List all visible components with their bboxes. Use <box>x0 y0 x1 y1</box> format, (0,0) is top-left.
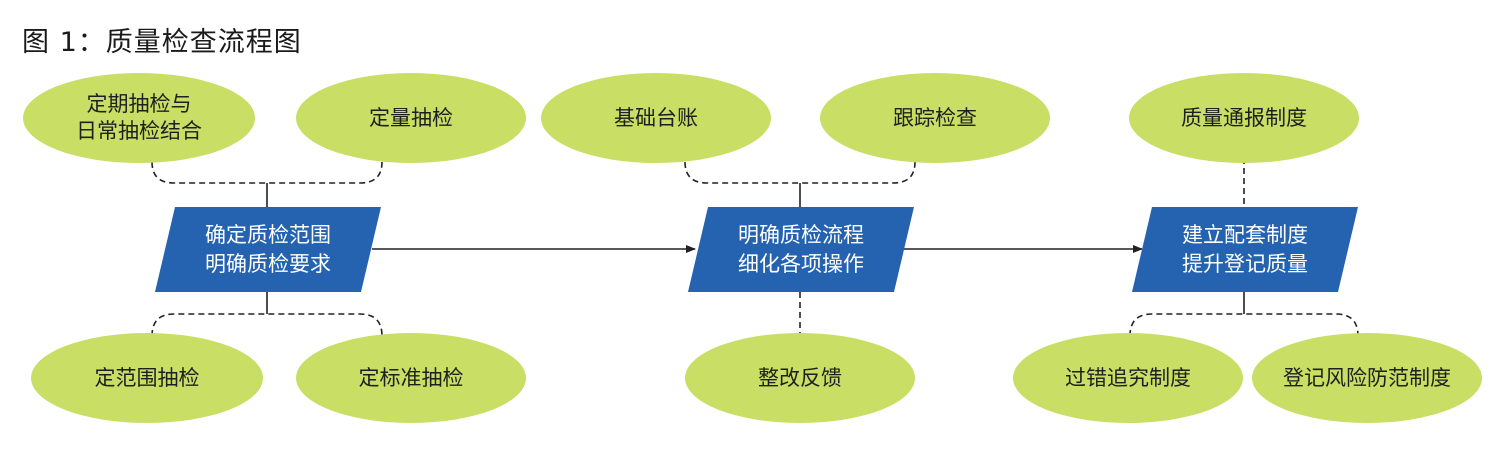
ellipse-c3 <box>1252 333 1482 423</box>
connector-p1-bottom <box>151 313 383 337</box>
label-c1: 质量通报制度 <box>1181 105 1307 130</box>
label-b1: 基础台账 <box>614 105 698 130</box>
ellipse-a4 <box>296 333 526 423</box>
process-box-3 <box>1132 207 1358 292</box>
ellipse-b3 <box>685 333 915 423</box>
connector-p1-top <box>151 161 383 184</box>
label-b3: 整改反馈 <box>758 365 842 390</box>
label-c3: 登记风险防范制度 <box>1283 365 1451 390</box>
ellipse-a2 <box>296 73 526 163</box>
ellipse-b1 <box>541 73 771 163</box>
process-box-2 <box>688 207 914 292</box>
label-b2: 跟踪检查 <box>893 105 977 130</box>
label-a4: 定标准抽检 <box>358 365 464 390</box>
process-label-3: 建立配套制度 提升登记质量 <box>1182 222 1308 276</box>
figure-title: 图 1：质量检查流程图 <box>22 27 302 58</box>
ellipse-b2 <box>820 73 1050 163</box>
ellipse-a1 <box>23 73 255 163</box>
connector-p2-top <box>684 161 916 184</box>
label-a3: 定范围抽检 <box>94 365 200 390</box>
label-a1: 定期抽检与 日常抽检结合 <box>76 92 202 143</box>
process-label-1: 确定质检范围 明确质检要求 <box>205 222 331 276</box>
ellipse-c2 <box>1013 333 1243 423</box>
process-box-1 <box>155 207 381 292</box>
connector-p3-bottom <box>1129 313 1359 337</box>
ellipse-c1 <box>1129 73 1359 163</box>
process-label-2: 明确质检流程 细化各项操作 <box>738 222 864 276</box>
label-a2: 定量抽检 <box>369 105 453 130</box>
ellipse-a3 <box>31 333 263 423</box>
label-c2: 过错追究制度 <box>1065 365 1191 390</box>
